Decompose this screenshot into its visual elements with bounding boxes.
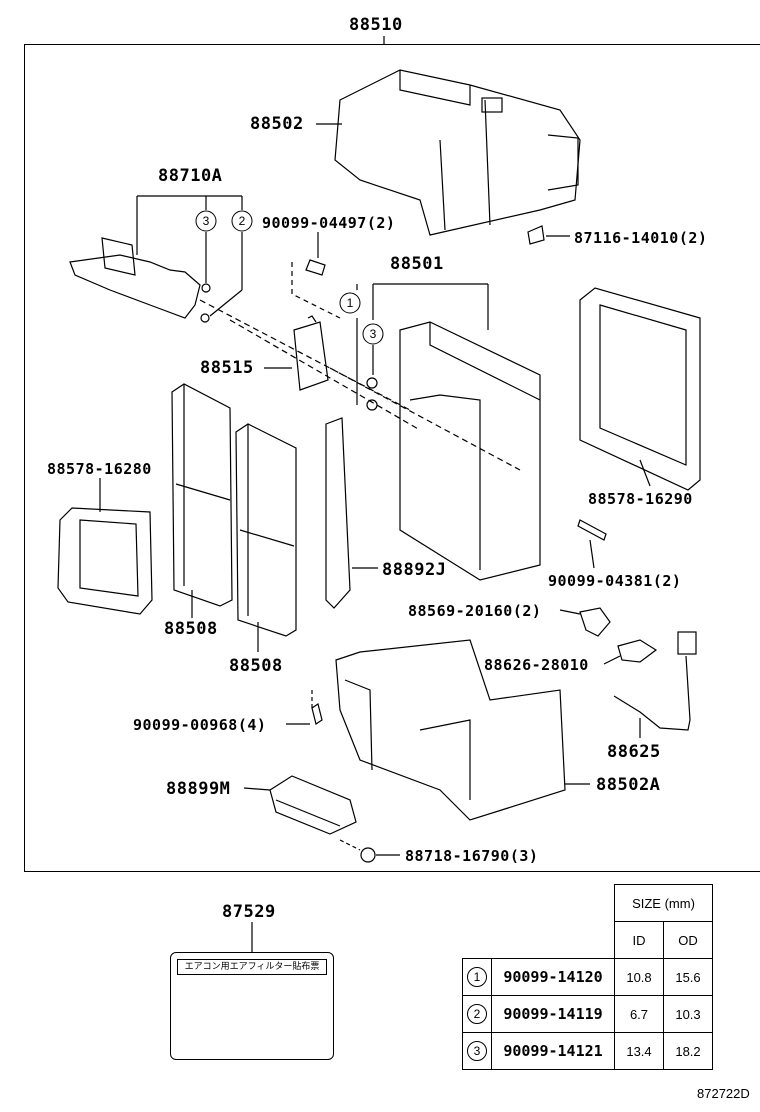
label-assembly: 88510	[349, 15, 403, 35]
label-thermistor: 88625	[607, 742, 661, 762]
expansion-valve-shape	[293, 321, 329, 391]
label-evaporator: 88501	[390, 254, 444, 274]
callout-text-3a: 3	[203, 214, 210, 228]
label-bolt-upper: 90099-04497(2)	[262, 214, 396, 232]
filter-b-shape	[235, 423, 297, 637]
upper-case-shape	[334, 69, 581, 236]
label-screw-left: 90099-00968(4)	[133, 716, 267, 734]
row-od: 10.3	[663, 995, 713, 1033]
row-od: 15.6	[663, 958, 713, 996]
label-filter-b: 88508	[229, 656, 283, 676]
row-part: 90099-14120	[491, 958, 615, 996]
seal-left-shape	[57, 507, 153, 615]
callout-text-3b: 3	[370, 327, 377, 341]
label-amplifier: 88899M	[166, 779, 231, 799]
row-num: 2	[467, 1004, 487, 1024]
lower-case-shape	[335, 639, 566, 821]
col-id: ID	[614, 921, 664, 959]
label-case-upper: 88502	[250, 114, 304, 134]
label-filter-a: 88508	[164, 619, 218, 639]
tube-shape	[69, 254, 201, 319]
caution-label-card: エアコン用エアフィルター貼布票	[170, 952, 334, 1060]
callout-1-mid	[339, 292, 361, 314]
label-cover: 88892J	[382, 560, 447, 580]
row-id: 10.8	[614, 958, 664, 996]
cover-shape	[325, 417, 351, 609]
callout-2-top	[231, 210, 253, 232]
size-header: SIZE (mm)	[614, 884, 713, 922]
row-part: 90099-14119	[491, 995, 615, 1033]
table-row: 1 90099-14120 10.8 15.6	[462, 958, 713, 996]
label-thermistor-clip: 88626-28010	[484, 656, 589, 674]
caution-card-title: エアコン用エアフィルター貼布票	[177, 959, 327, 975]
table-row: 3 90099-14121 13.4 18.2	[462, 1032, 713, 1070]
label-seal-left: 88578-16280	[47, 460, 152, 478]
col-od: OD	[663, 921, 713, 959]
label-expansion-valve: 88515	[200, 358, 254, 378]
row-id: 6.7	[614, 995, 664, 1033]
seal-right-shape	[579, 287, 701, 491]
label-bolt-right: 90099-04381(2)	[548, 572, 682, 590]
assembly-frame	[24, 44, 760, 872]
callout-3-mid	[362, 323, 384, 345]
row-num: 1	[467, 967, 487, 987]
row-part: 90099-14121	[491, 1032, 615, 1070]
row-num: 3	[467, 1041, 487, 1061]
label-caution: 87529	[222, 902, 276, 922]
amplifier-shape	[269, 775, 357, 835]
callout-text-1a: 1	[347, 296, 354, 310]
row-od: 18.2	[663, 1032, 713, 1070]
label-tube: 88710A	[158, 166, 223, 186]
filter-a-shape	[171, 383, 233, 607]
row-id: 13.4	[614, 1032, 664, 1070]
label-seal-right: 88578-16290	[588, 490, 693, 508]
label-clip-b: 88569-20160(2)	[408, 602, 542, 620]
size-table: SIZE (mm) ID OD 1 90099-14120 10.8 15.6 …	[462, 884, 713, 1070]
label-screw-lower: 88718-16790(3)	[405, 847, 539, 865]
callout-text-2a: 2	[239, 214, 246, 228]
label-case-lower: 88502A	[596, 775, 661, 795]
callout-3-top	[195, 210, 217, 232]
diagram-code: 872722D	[697, 1086, 750, 1101]
label-clip-upper: 87116-14010(2)	[574, 229, 708, 247]
table-row: 2 90099-14119 6.7 10.3	[462, 995, 713, 1033]
evaporator-shape	[399, 321, 541, 581]
